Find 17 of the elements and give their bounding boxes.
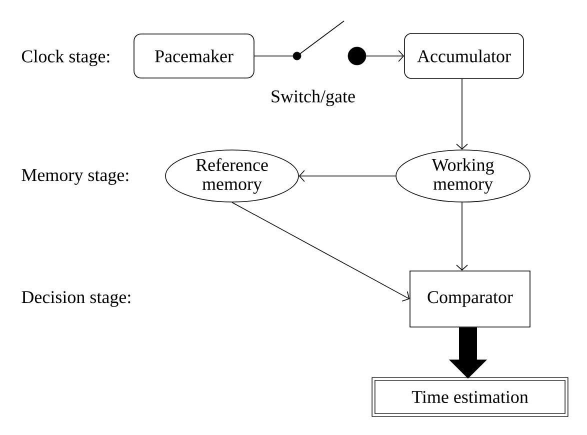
oval-node: Working memory xyxy=(396,150,530,202)
arrow xyxy=(366,50,404,62)
output-box: Time estimation xyxy=(372,377,568,417)
arrow xyxy=(456,78,468,150)
stage-label: Memory stage: xyxy=(22,169,128,185)
switch-label: Switch/gate xyxy=(272,90,355,106)
stage-label: Clock stage: xyxy=(22,50,110,66)
switch-contact xyxy=(348,46,366,66)
process-box: Pacemaker xyxy=(134,34,254,78)
arrow xyxy=(298,170,396,182)
oval-node: Reference memory xyxy=(165,150,299,202)
process-box: Accumulator xyxy=(404,33,524,79)
stage-label: Decision stage: xyxy=(22,291,130,307)
switch-pivot xyxy=(292,52,302,60)
process-box: Comparator xyxy=(410,270,530,328)
arrow xyxy=(232,202,410,302)
arrow xyxy=(456,202,468,271)
